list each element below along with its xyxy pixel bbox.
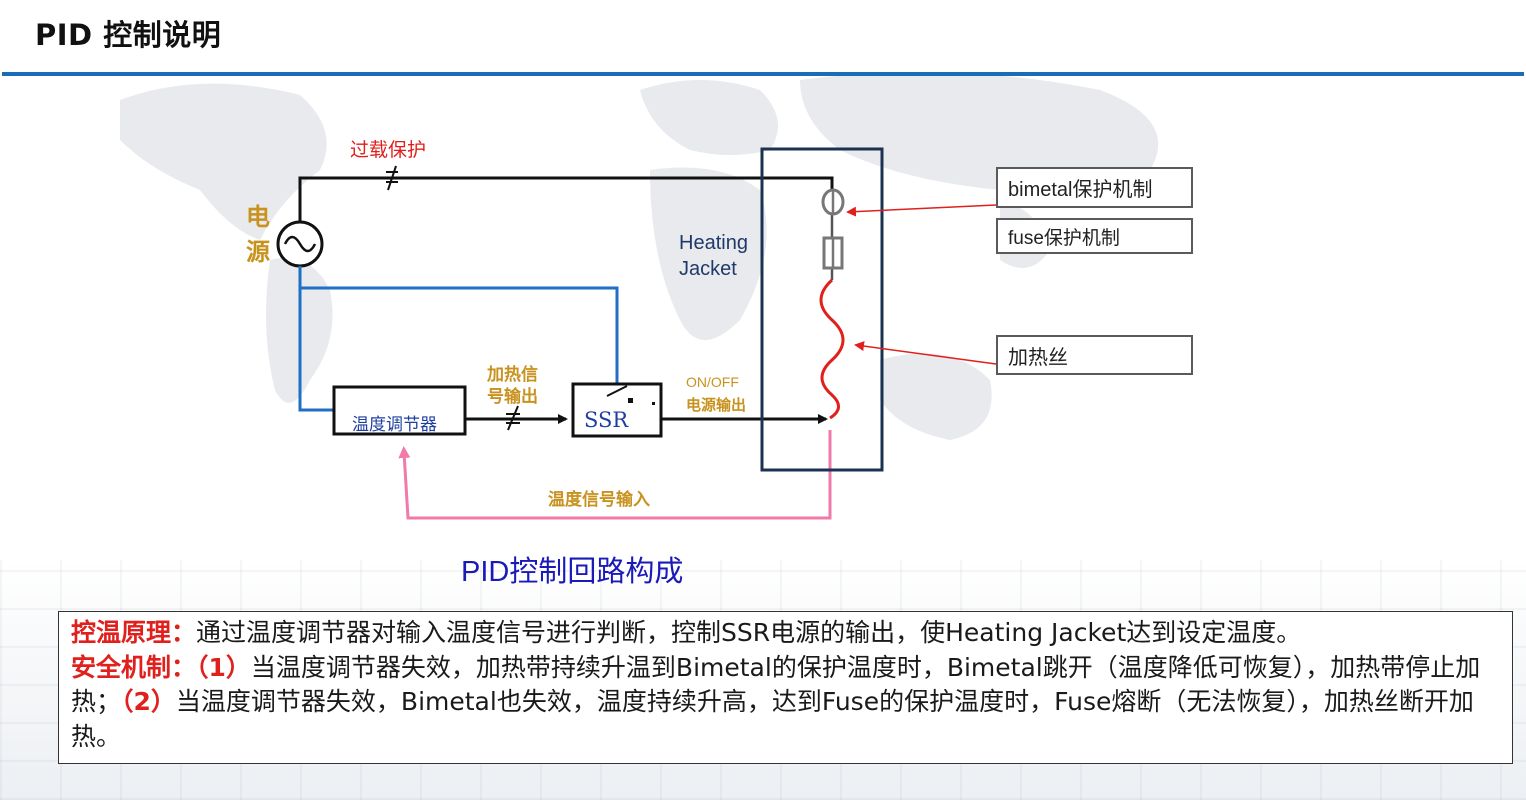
- safety-mechanism-paragraph: 安全机制：（1）当温度调节器失效，加热带持续升温到Bimetal的保护温度时，B…: [71, 651, 1502, 755]
- temp-signal-wire: [398, 430, 832, 520]
- safety-item-2-text: 当温度调节器失效，Bimetal也失效，温度持续升高，达到Fuse的保护温度时，…: [175, 687, 1137, 716]
- temp-signal-label: 温度信号输入: [548, 490, 650, 510]
- onoff-label-2: 电源输出: [686, 396, 747, 414]
- overload-label: 过载保护: [350, 139, 427, 161]
- title-underline: [2, 72, 1524, 76]
- safety-item-1-number: （1）: [196, 652, 251, 682]
- ssr-label: SSR: [584, 408, 629, 432]
- safety-item-2-number: （2）: [121, 687, 176, 716]
- overload-break-icon: [386, 165, 398, 191]
- ssr-switch-icon: [606, 385, 655, 405]
- explanation-box: 控温原理：通过温度调节器对输入温度信号进行判断，控制SSR电源的输出，使Heat…: [58, 611, 1513, 764]
- safety-item-1-text: 当温度调节器失效，加热带持续升温到Bimetal的保护温度时，Bimetal跳开…: [250, 652, 1306, 682]
- heat-signal-label-2: 号输出: [487, 387, 538, 407]
- heating-jacket-label-2: Jacket: [679, 258, 737, 280]
- heating-jacket-label-1: Heating: [679, 232, 748, 254]
- heat-signal-label-1: 加热信: [487, 365, 538, 385]
- onoff-label-1: ON/OFF: [686, 374, 739, 390]
- bimetal-icon: [821, 188, 845, 216]
- power-label-top: 电: [246, 202, 270, 231]
- bimetal-pointer: [846, 204, 997, 217]
- circuit-wires: [276, 147, 997, 520]
- slide-title: PID 控制说明: [35, 18, 222, 52]
- controller-box: [332, 385, 467, 436]
- heat-signal-break-icon: [506, 405, 520, 431]
- blue-wire-to-controller: [298, 266, 334, 412]
- overload-wire: [298, 176, 834, 222]
- controller-label: 温度调节器: [352, 415, 437, 435]
- heater-coil-icon: [819, 278, 845, 420]
- diagram-caption: PID控制回路构成: [461, 556, 684, 588]
- ac-power-icon: [276, 220, 324, 268]
- safety-item-1-text-cont: ，加热带停止加热；: [71, 652, 1481, 717]
- control-principle-key: 控温原理：: [71, 618, 197, 647]
- fuse-icon: [822, 236, 844, 270]
- control-principle-text: 通过温度调节器对输入温度信号进行判断，控制SSR电源的输出，使Heating J…: [196, 618, 1302, 647]
- heating-jacket-frame: [760, 147, 884, 472]
- safety-mechanism-key: 安全机制：: [71, 652, 197, 682]
- bimetal-box: bimetal保护机制: [996, 167, 1193, 208]
- blue-wire-to-ssr: [300, 286, 619, 383]
- heater-pointer: [854, 341, 997, 365]
- ssr-box: [571, 382, 663, 438]
- power-label-bottom: 源: [246, 237, 270, 266]
- pid-circuit-diagram: 过载保护 电 源 Heating Jacket 温度调节器 加热信 号输出 SS…: [246, 139, 1193, 588]
- fuse-box: fuse保护机制: [996, 218, 1193, 254]
- control-principle-paragraph: 控温原理：通过温度调节器对输入温度信号进行判断，控制SSR电源的输出，使Heat…: [71, 616, 1502, 651]
- heater-box: 加热丝: [996, 335, 1193, 375]
- safety-item-2-text-cont: 断（无法恢复），加热丝断开加热。: [71, 687, 1474, 751]
